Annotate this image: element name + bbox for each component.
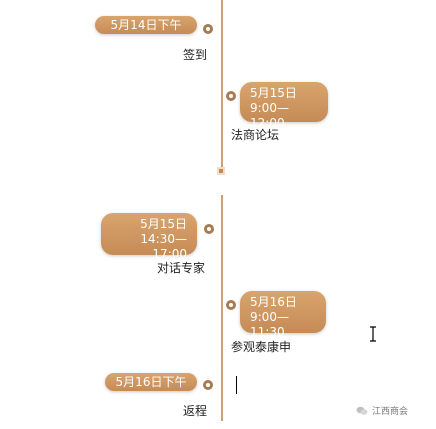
checkin-dot <box>203 24 213 34</box>
visit-dot <box>226 300 236 310</box>
checkin-date: 5月14日下午 <box>110 17 182 32</box>
visit-date: 5月16日 <box>250 295 297 309</box>
dialogue-time-card: 5月15日 14:30—17:00 <box>101 213 197 261</box>
forum-date: 5月15日 <box>250 86 297 100</box>
checkin-date-badge: 5月14日下午 <box>95 16 197 34</box>
visit-time: 9:00—11:30 <box>250 310 289 339</box>
ibeam-cursor-icon <box>370 326 376 342</box>
checkin-label: 签到 <box>183 48 208 62</box>
return-label: 返程 <box>183 404 208 418</box>
return-date: 5月16日下午 <box>115 374 187 389</box>
dialogue-dot <box>204 224 214 234</box>
return-dot <box>203 380 213 390</box>
return-date-badge: 5月16日下午 <box>105 373 197 391</box>
wechat-icon <box>356 406 368 415</box>
forum-dot <box>226 91 236 101</box>
forum-time: 9:00—12:00 <box>250 101 289 130</box>
visit-time-card: 5月16日 9:00—11:30 <box>240 291 326 339</box>
watermark-text: 江西商会 <box>372 407 409 417</box>
timeline-axis-end-marker <box>217 167 225 175</box>
forum-time-card: 5月15日 9:00—12:00 <box>240 82 328 130</box>
timeline-axis-bottom <box>221 195 223 421</box>
dialogue-label: 对话专家 <box>157 261 206 275</box>
visit-label: 参观泰康申 <box>231 340 292 354</box>
text-caret <box>236 376 237 394</box>
timeline-axis-top <box>221 0 223 170</box>
dialogue-date: 5月15日 <box>140 217 187 231</box>
forum-label: 法商论坛 <box>231 128 280 142</box>
dialogue-time: 14:30—17:00 <box>140 232 187 261</box>
source-watermark: 江西商会 <box>356 404 408 417</box>
